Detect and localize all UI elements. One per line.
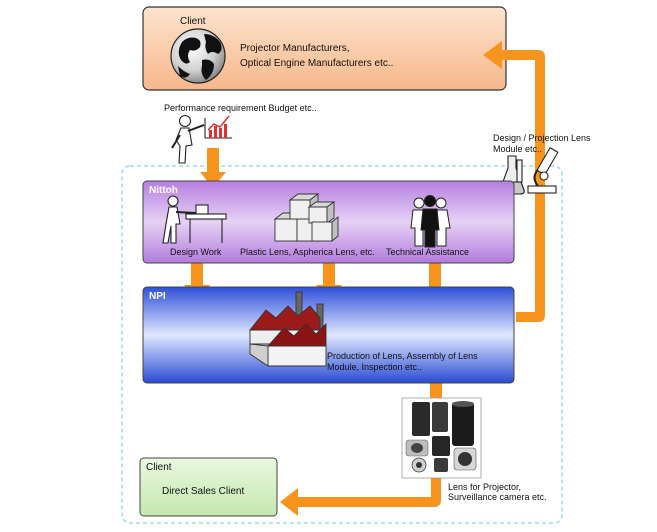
client-box-line2: Optical Engine Manufacturers etc.. — [240, 58, 393, 69]
stacked-cubes-icon — [273, 193, 339, 242]
nittoh-item-design-label: Design Work — [170, 247, 222, 257]
client-box-line1: Projector Manufacturers, — [240, 43, 350, 54]
npi-line2: Module, Inspection etc.. — [327, 362, 422, 372]
worker-at-bench-icon — [162, 195, 227, 244]
factory-icon — [249, 291, 327, 367]
product-to-direct-client-arrow — [280, 476, 441, 516]
npi-line1: Production of Lens, Assembly of Lens — [327, 351, 478, 361]
direct-client-box: Client Direct Sales Client — [139, 457, 278, 517]
client-box-title: Client — [180, 16, 206, 27]
nittoh-group-boundary — [121, 165, 563, 524]
direct-client-subtitle: Direct Sales Client — [162, 486, 244, 497]
product-line2: Surveillance camera etc. — [448, 492, 547, 502]
nittoh-title: Nittoh — [149, 185, 178, 196]
design-module-line2: Module etc.. — [493, 144, 542, 154]
presenter-chart-icon — [171, 114, 232, 164]
requirement-to-nittoh-arrow — [200, 148, 226, 188]
direct-client-title: Client — [146, 462, 172, 473]
requirement-label: Performance requirement Budget etc.. — [164, 103, 317, 113]
npi-title: NPI — [149, 291, 166, 302]
people-group-icon — [410, 195, 451, 248]
lens-product-photo — [401, 397, 482, 479]
product-line1: Lens for Projector, — [448, 482, 521, 492]
nittoh-panel: Nittoh Design Work P — [142, 180, 515, 264]
npi-panel: NPI Production of Lens, Assembly of Lens… — [142, 286, 515, 384]
design-module-line1: Design / Projection Lens — [493, 133, 591, 143]
nittoh-item-assist-label: Technical Assistance — [386, 247, 469, 257]
globe-icon — [170, 28, 226, 84]
client-box: Client Projector Manufacturers, Optical … — [142, 6, 507, 91]
nittoh-item-lens-label: Plastic Lens, Aspherica Lens, etc. — [240, 247, 375, 257]
microscope-icon — [527, 146, 559, 194]
requirement-presenter: Performance requirement Budget etc.. — [164, 103, 317, 164]
